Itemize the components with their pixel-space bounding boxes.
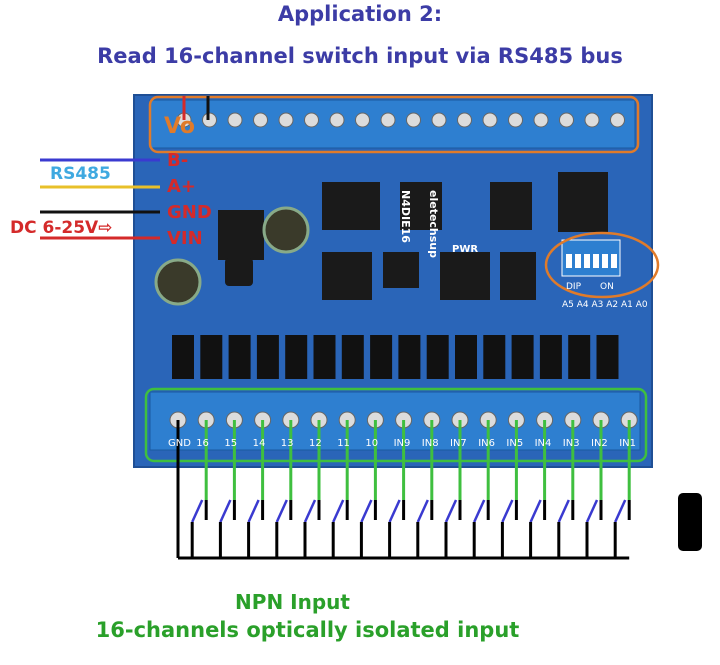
title-line-1: Application 2: [277, 2, 443, 26]
highlight-dip [544, 231, 660, 299]
npn-input-wires [176, 420, 631, 560]
optocoupler [568, 335, 591, 379]
footer-line-1: NPN Input [235, 590, 350, 614]
ic-chips [218, 172, 608, 300]
vo-label: Vo [164, 114, 195, 139]
terminal-label: IN5 [506, 438, 524, 449]
dip-on-text: ON [600, 282, 614, 292]
top-screw [431, 112, 447, 128]
capacitor-2 [154, 258, 202, 306]
terminal-label: IN8 [421, 438, 439, 449]
address-labels: A5 A4 A3 A2 A1 A0 [562, 300, 648, 310]
dip-key [602, 254, 608, 268]
optocoupler [483, 335, 506, 379]
terminal-label: 12 [309, 438, 322, 449]
optocoupler [313, 335, 336, 379]
terminal-label: 11 [337, 438, 350, 449]
top-screw [482, 112, 498, 128]
optocoupler [285, 335, 308, 379]
top-terminal-block [149, 99, 636, 149]
optocoupler [228, 335, 251, 379]
top-screw [253, 112, 268, 128]
title-line-2: Read 16-channel switch input via RS485 b… [97, 44, 623, 68]
highlight-top-terminals [148, 95, 640, 154]
dip-text: DIP [566, 282, 582, 292]
terminal-label: 13 [280, 438, 294, 449]
top-screw [278, 112, 294, 128]
dip-key [593, 254, 599, 268]
top-screw [533, 112, 549, 128]
vin-label: VIN [167, 228, 203, 249]
top-screw [227, 112, 243, 128]
side-marker [678, 493, 702, 551]
optocoupler [398, 335, 421, 379]
b-minus-label: B- [167, 150, 189, 171]
pwr-label: PWR [452, 244, 479, 255]
dc-voltage-label: DC 6-25V⇨ [10, 218, 113, 238]
rs485-power-wiring [40, 96, 210, 240]
top-screw [304, 112, 319, 128]
optocoupler-row [172, 335, 619, 379]
top-screw [610, 112, 625, 128]
dip-key [584, 254, 590, 268]
optocoupler [200, 335, 223, 379]
optocoupler [426, 335, 449, 379]
model-label: N4DIE16 [399, 190, 412, 243]
optocoupler [341, 335, 364, 379]
top-screw [559, 112, 574, 128]
optocoupler [455, 335, 477, 379]
capacitor-1 [262, 206, 310, 254]
terminal-label: IN1 [619, 438, 636, 449]
terminal-label: IN2 [591, 438, 608, 449]
optocoupler [370, 335, 393, 379]
terminal-label: 14 [252, 438, 266, 449]
optocoupler [172, 335, 194, 379]
footer-line-2: 16-channels optically isolated input [95, 618, 520, 642]
optocoupler [539, 335, 562, 379]
brand-label: eletechsup [427, 190, 440, 259]
optocoupler [256, 335, 279, 379]
terminal-label: 10 [365, 438, 379, 449]
dip-key [575, 254, 581, 268]
top-screw [508, 112, 523, 128]
a-plus-label: A+ [167, 176, 197, 197]
top-screw [355, 112, 370, 128]
terminal-label: GND [168, 438, 191, 449]
highlight-bottom-terminals [144, 387, 648, 463]
top-screw [584, 112, 600, 128]
top-screw [380, 112, 396, 128]
terminal-label: IN6 [478, 438, 495, 449]
terminal-label: IN3 [562, 438, 580, 449]
dip-key [566, 254, 572, 268]
optocoupler [596, 335, 619, 379]
terminal-label: IN9 [393, 438, 411, 449]
terminal-label: 16 [196, 438, 209, 449]
terminal-label: IN7 [450, 438, 467, 449]
gnd-label: GND [167, 202, 212, 223]
dip-key [611, 254, 617, 268]
terminal-label: IN4 [534, 438, 552, 449]
rs485-label: RS485 [50, 164, 111, 184]
top-screw [329, 112, 345, 128]
terminal-label: 15 [224, 438, 238, 449]
top-screw [457, 112, 472, 128]
top-screw [406, 112, 421, 128]
optocoupler [511, 335, 534, 379]
